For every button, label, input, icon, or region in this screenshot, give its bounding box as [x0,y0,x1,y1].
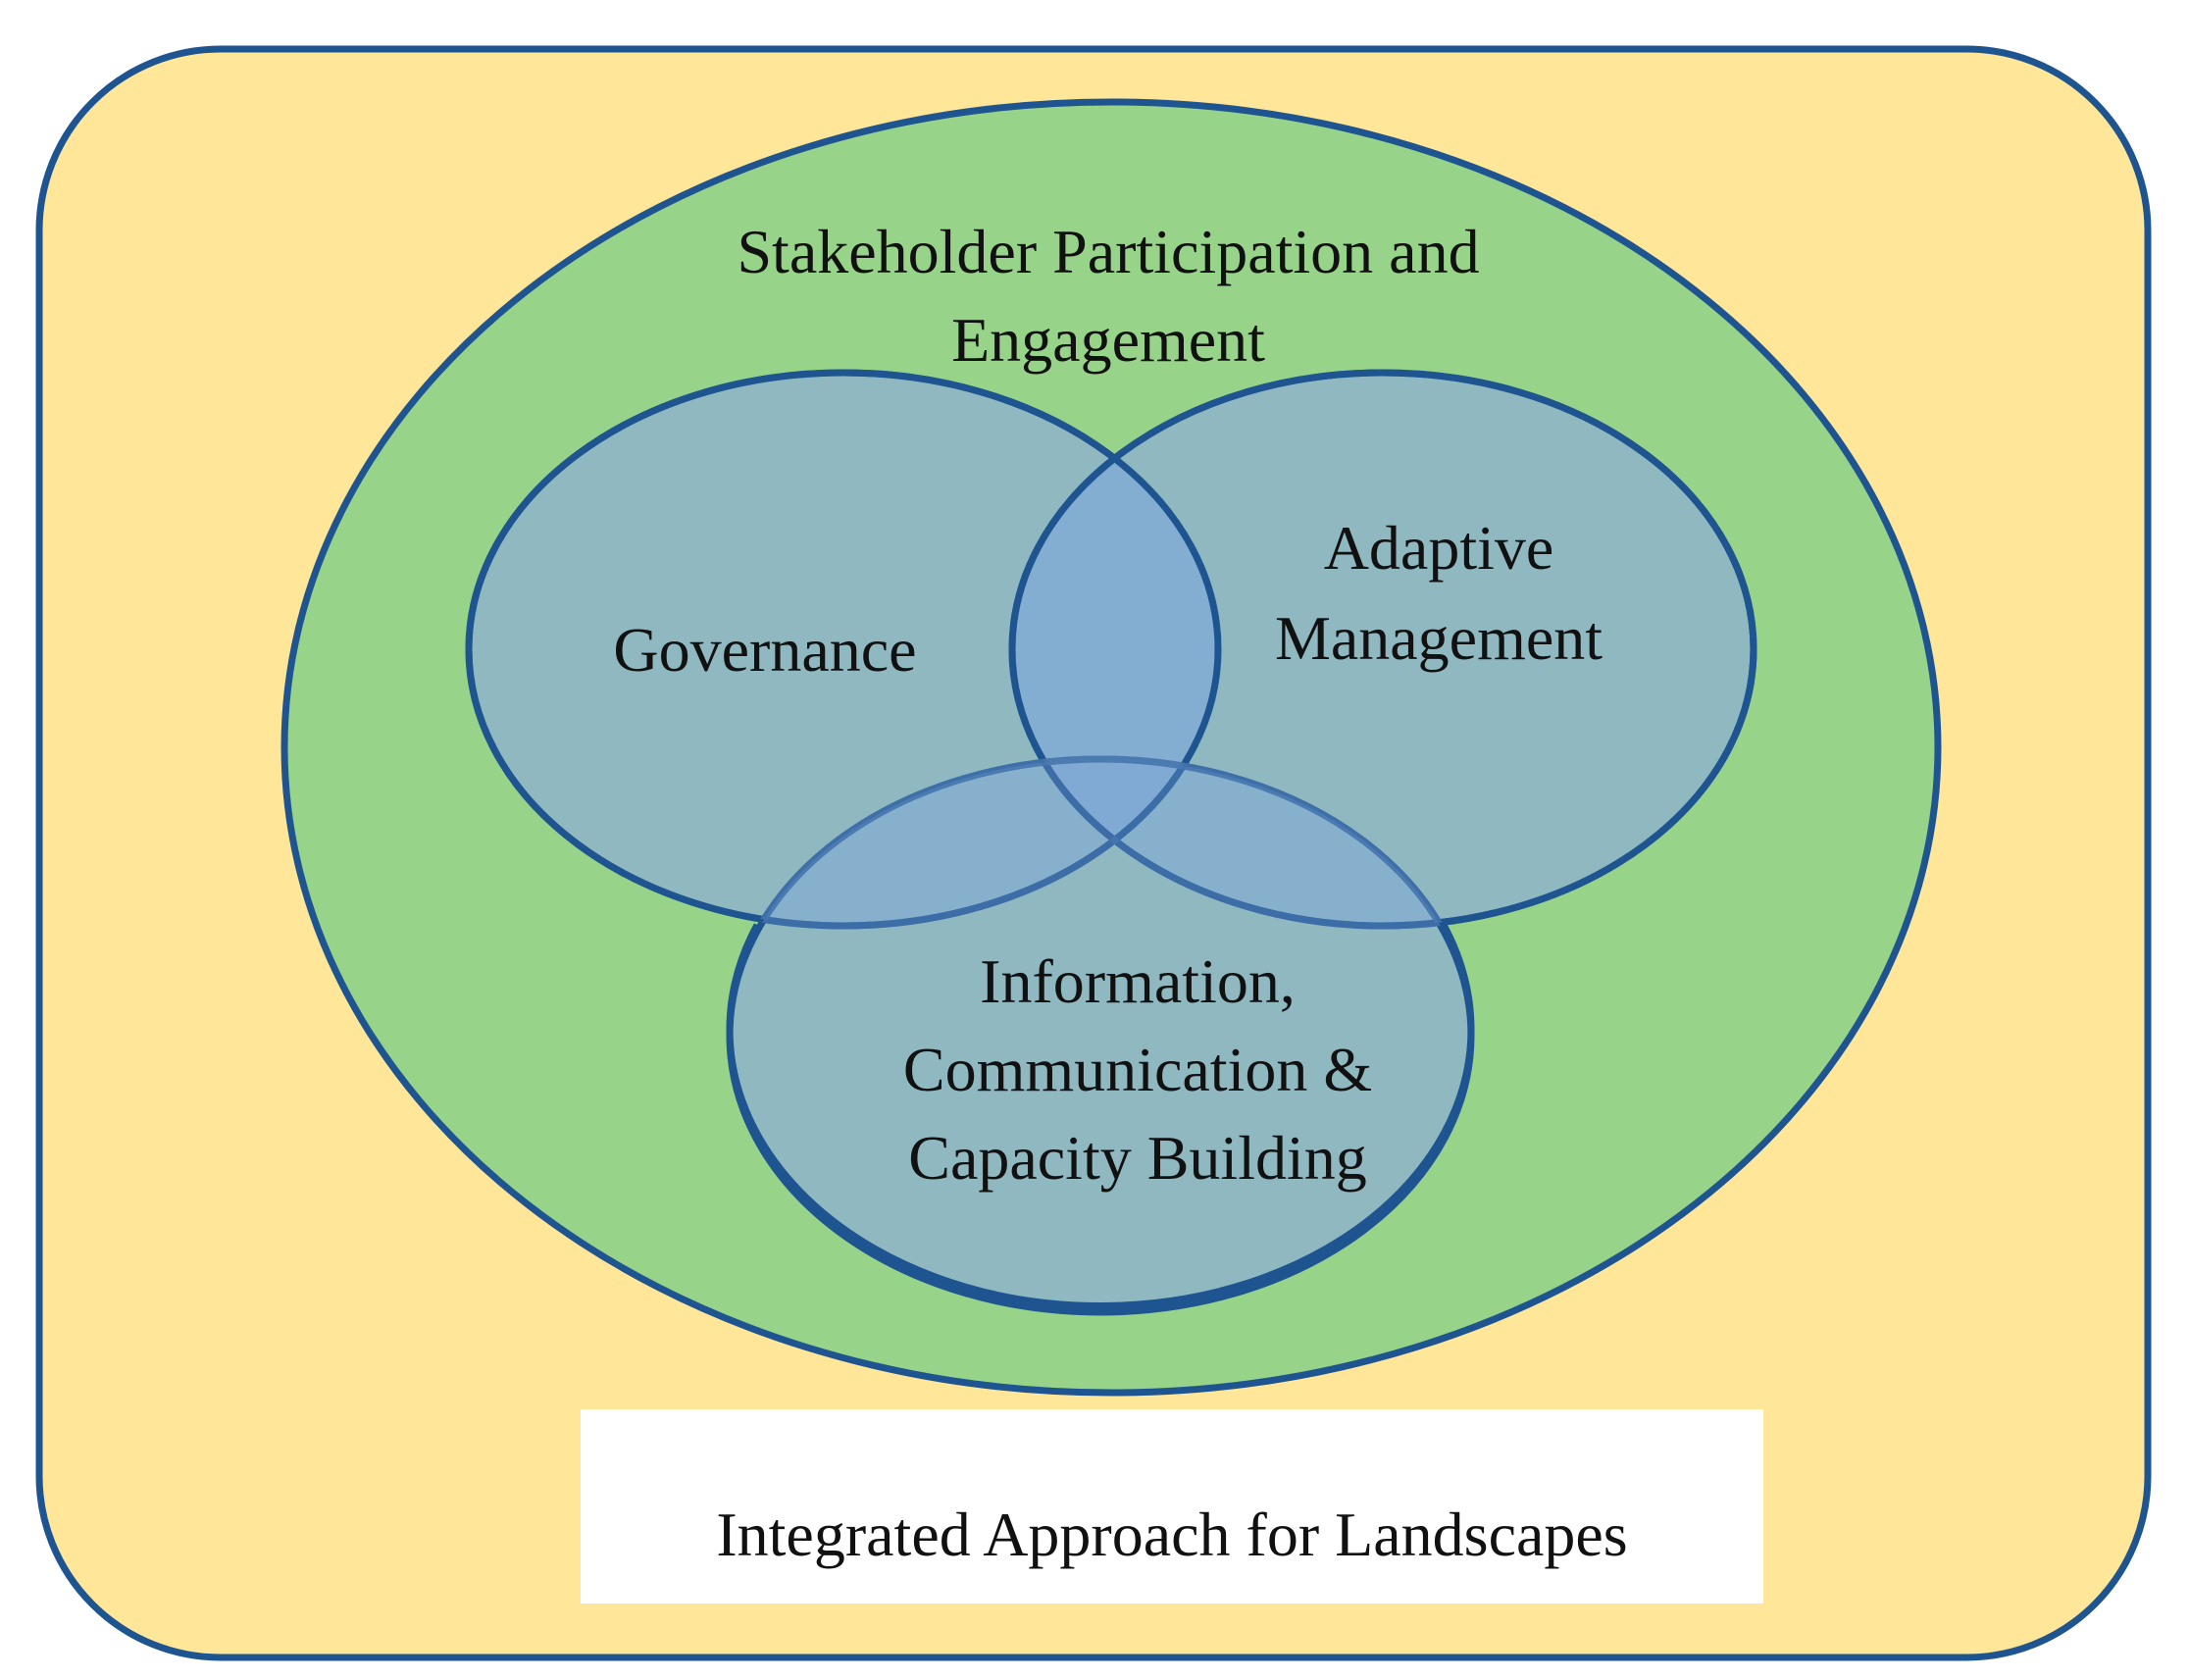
frame-label: Integrated Approach for Landscapes [716,1500,1627,1569]
information-outline [726,923,1475,1310]
stakeholder-label-line2: Engagement [951,305,1265,375]
adaptive-label-line1: Adaptive [1324,513,1554,583]
stakeholder-label-line1: Stakeholder Participation and [737,217,1479,286]
overlap-gov-info [730,759,1218,926]
governance-label: Governance [613,615,916,685]
information-label-line2: Communication & [903,1035,1372,1104]
information-label-line3: Capacity Building [908,1123,1367,1193]
information-label-line1: Information, [980,946,1296,1016]
adaptive-label-line2: Management [1275,603,1603,673]
frame-label-box [581,1409,1763,1604]
overlap-adapt-info [1012,759,1471,926]
